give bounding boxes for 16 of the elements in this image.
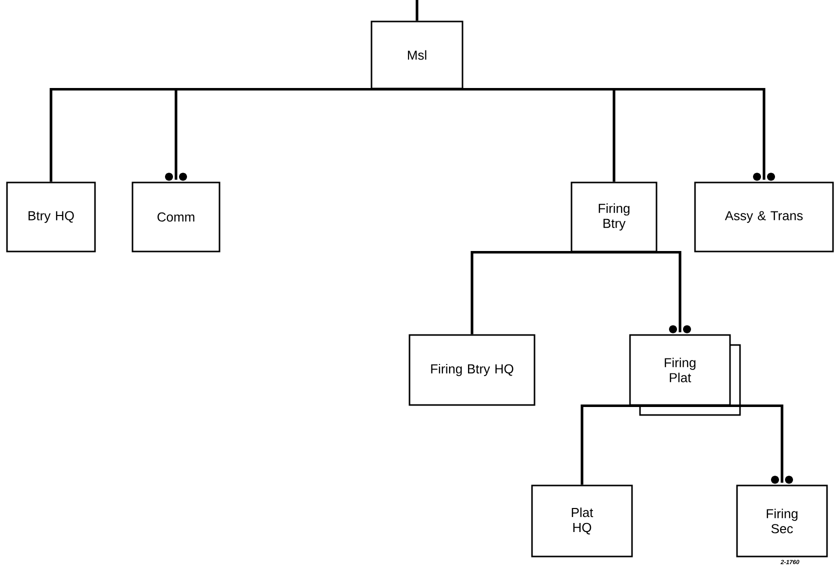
stacked-box: Firing Plat <box>629 334 741 416</box>
connector <box>417 88 775 181</box>
org-box: Msl <box>370 20 464 90</box>
connector <box>680 404 793 484</box>
org-box: Firing Btry <box>570 182 658 252</box>
org-box: Comm <box>132 182 220 252</box>
org-box: Assy & Trans <box>694 182 834 252</box>
connector <box>470 250 614 334</box>
connector <box>580 404 680 485</box>
org-box: Plat HQ <box>531 484 633 558</box>
connector <box>614 250 691 334</box>
org-box: Btry HQ <box>6 182 96 252</box>
org-box: Firing Sec <box>736 484 828 558</box>
connector <box>416 0 418 21</box>
org-box: Firing Btry HQ <box>408 334 536 406</box>
connector <box>165 88 417 181</box>
